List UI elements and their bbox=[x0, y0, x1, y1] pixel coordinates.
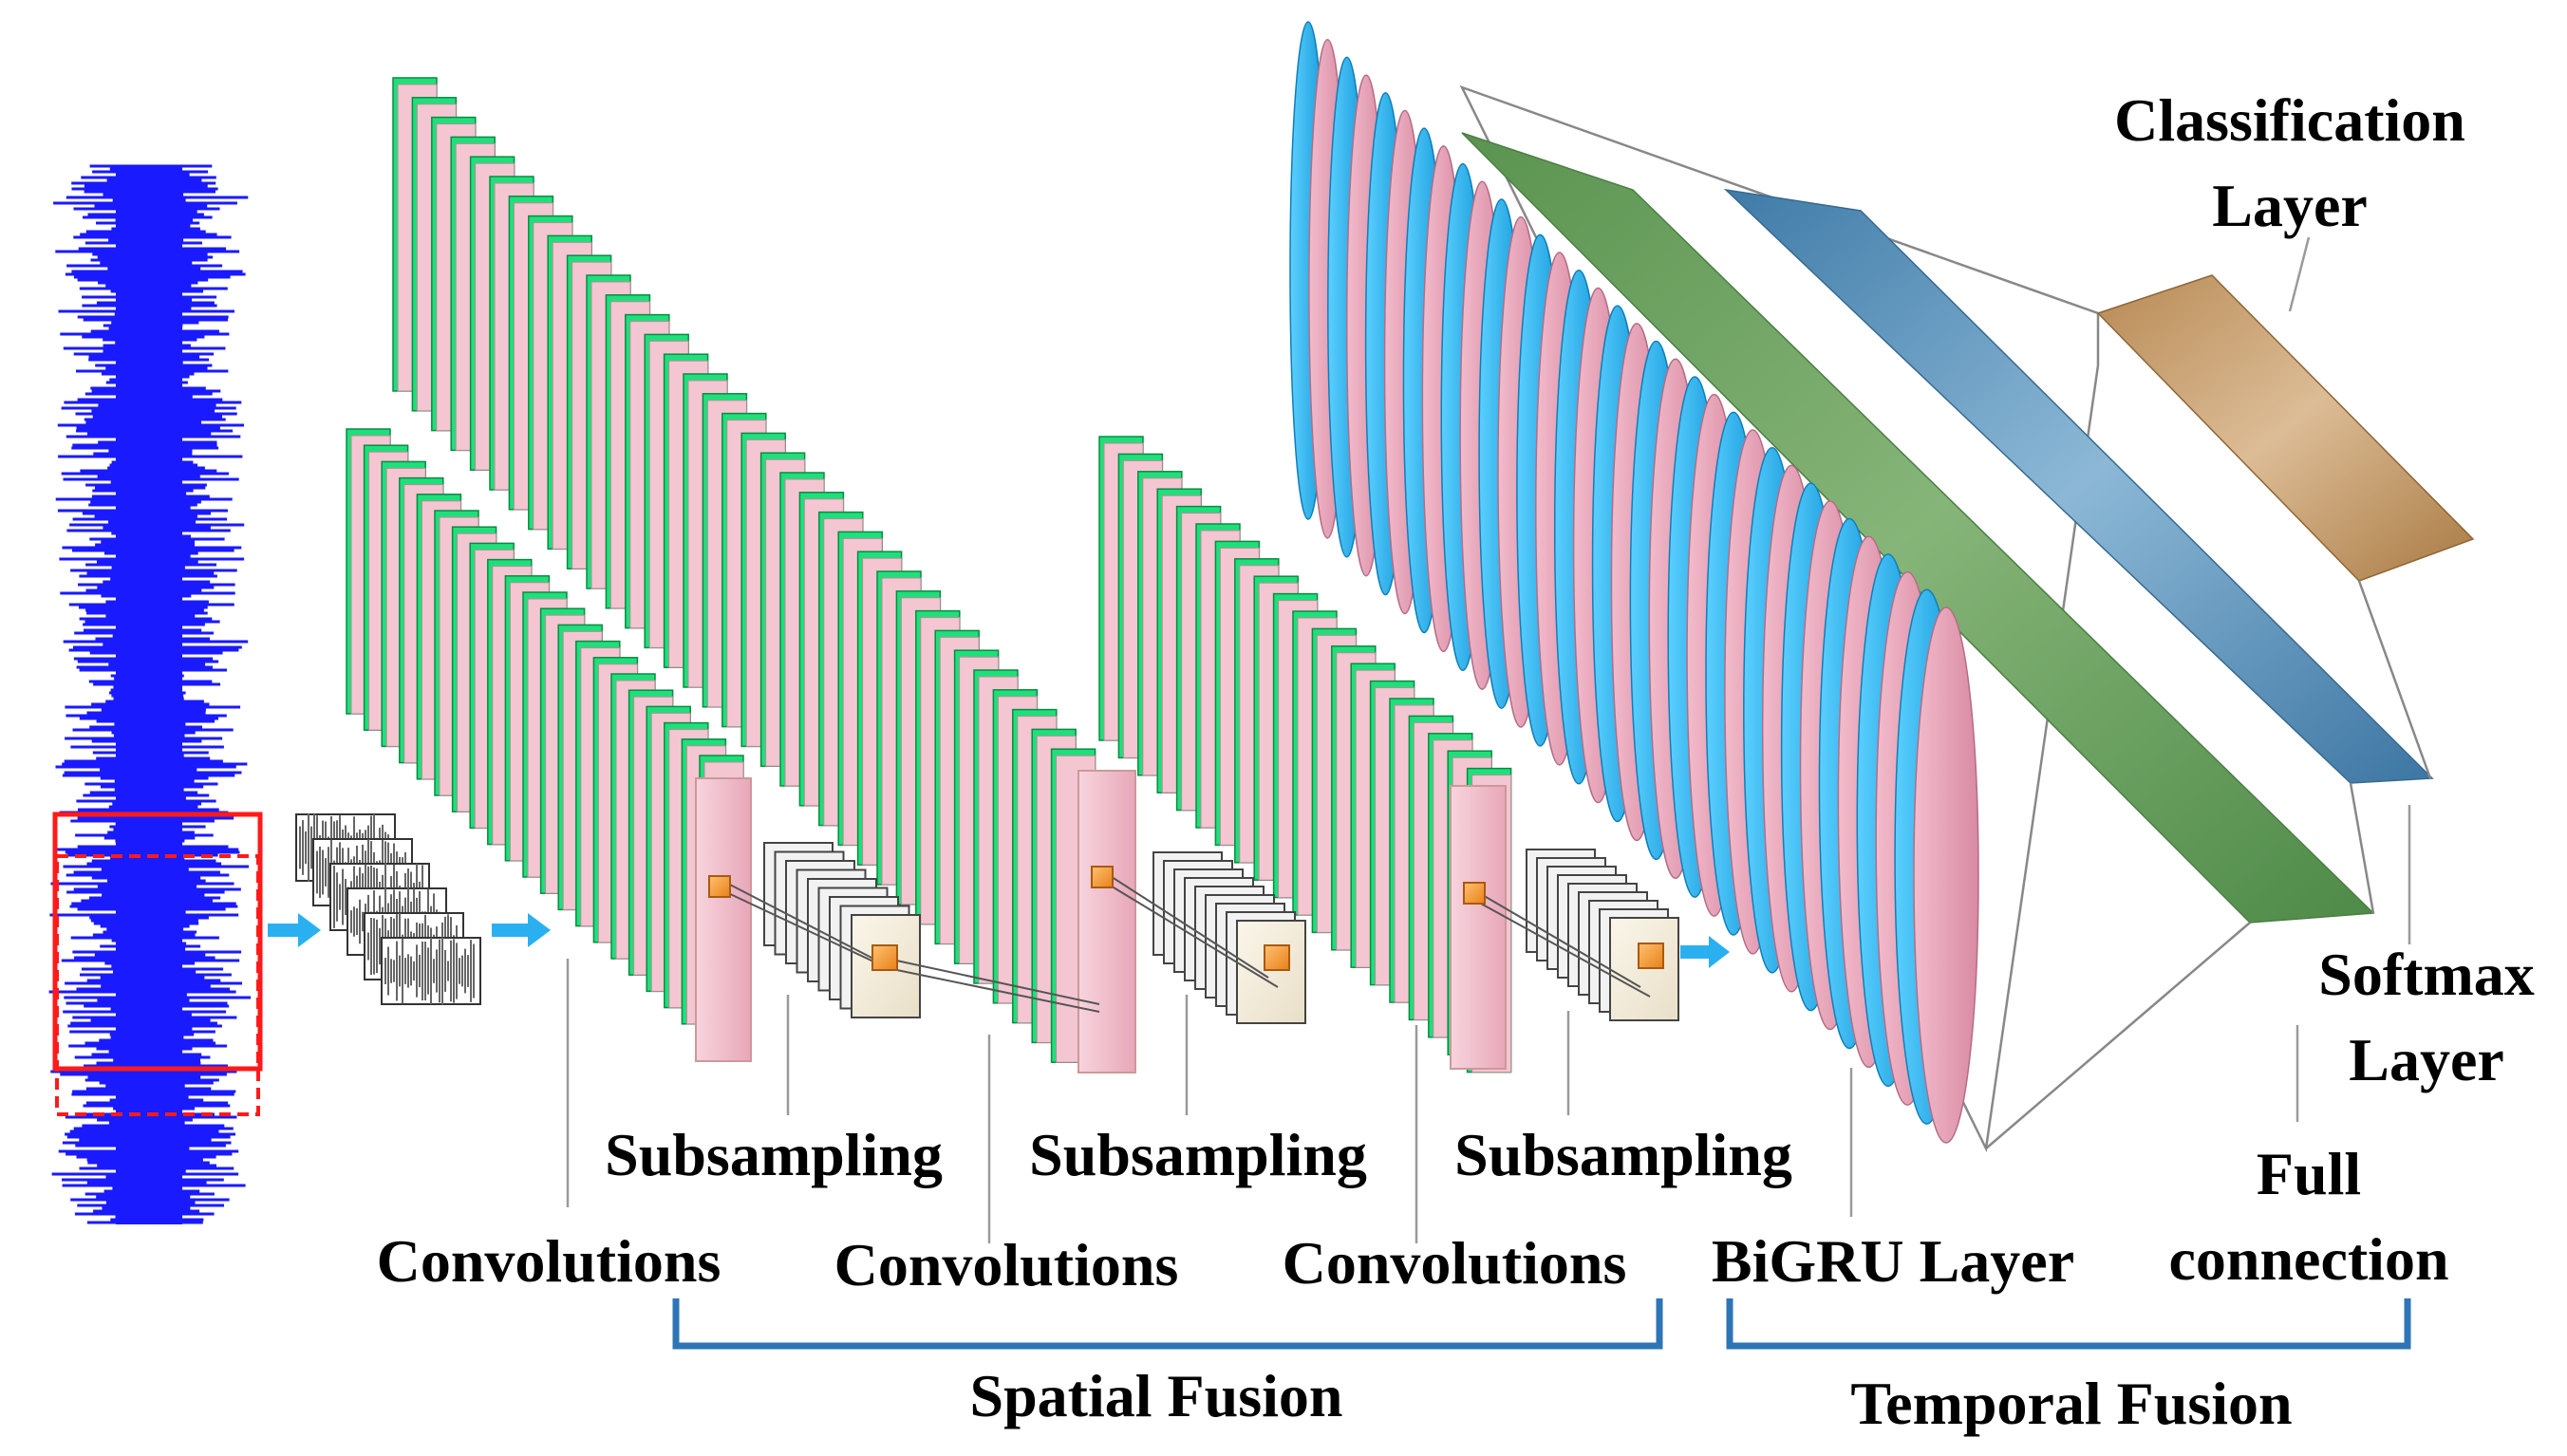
label-full-connection-2: connection bbox=[2168, 1225, 2448, 1293]
conv-feature-map-1 bbox=[695, 777, 752, 1062]
label-subsampling-2: Subsampling bbox=[1029, 1121, 1367, 1188]
label-subsampling-1: Subsampling bbox=[605, 1121, 943, 1188]
signal-window-box-shifted bbox=[55, 854, 260, 1116]
conv-feature-map-3 bbox=[1450, 785, 1507, 1070]
label-classification-1: Classification bbox=[2114, 86, 2465, 154]
label-classification-2: Layer bbox=[2212, 172, 2368, 239]
kernel-projections bbox=[725, 874, 1651, 1013]
kernel-icon-1a bbox=[708, 875, 731, 898]
kernel-icon-3b bbox=[1638, 943, 1664, 969]
input-frames-stack bbox=[295, 813, 481, 1005]
leader-lines bbox=[566, 236, 2411, 1243]
input-signal-waveform bbox=[48, 164, 252, 1224]
label-convolutions-2: Convolutions bbox=[834, 1231, 1179, 1298]
kernel-icon-2b bbox=[1264, 944, 1290, 971]
label-convolutions-3: Convolutions bbox=[1283, 1229, 1627, 1297]
label-softmax-1: Softmax bbox=[2318, 941, 2535, 1008]
subsampling-stack-2 bbox=[1152, 851, 1306, 1024]
label-bigru-layer: BiGRU Layer bbox=[1712, 1227, 2074, 1295]
kernel-icon-1b bbox=[871, 944, 898, 971]
bigru-layer-stack bbox=[1289, 21, 1979, 1144]
spatial-fusion-bracket bbox=[672, 1298, 1663, 1350]
label-subsampling-3: Subsampling bbox=[1454, 1121, 1792, 1188]
arrow-to-convolutions bbox=[492, 913, 551, 947]
group-label-temporal-fusion: Temporal Fusion bbox=[1850, 1370, 2292, 1437]
label-softmax-2: Layer bbox=[2349, 1026, 2504, 1093]
label-full-connection-1: Full bbox=[2257, 1140, 2361, 1207]
kernel-icon-3a bbox=[1463, 882, 1486, 905]
kernel-icon-2a bbox=[1091, 866, 1114, 888]
convolution-stack-2 bbox=[392, 77, 1096, 1063]
conv-feature-map-2 bbox=[1077, 770, 1136, 1073]
arrow-to-input-frames bbox=[268, 913, 321, 947]
convolution-stack-1 bbox=[346, 428, 744, 1041]
group-label-spatial-fusion: Spatial Fusion bbox=[969, 1362, 1342, 1429]
temporal-fusion-bracket bbox=[1726, 1298, 2411, 1350]
arrow-to-bigru bbox=[1680, 936, 1730, 968]
label-convolutions-1: Convolutions bbox=[377, 1227, 721, 1295]
